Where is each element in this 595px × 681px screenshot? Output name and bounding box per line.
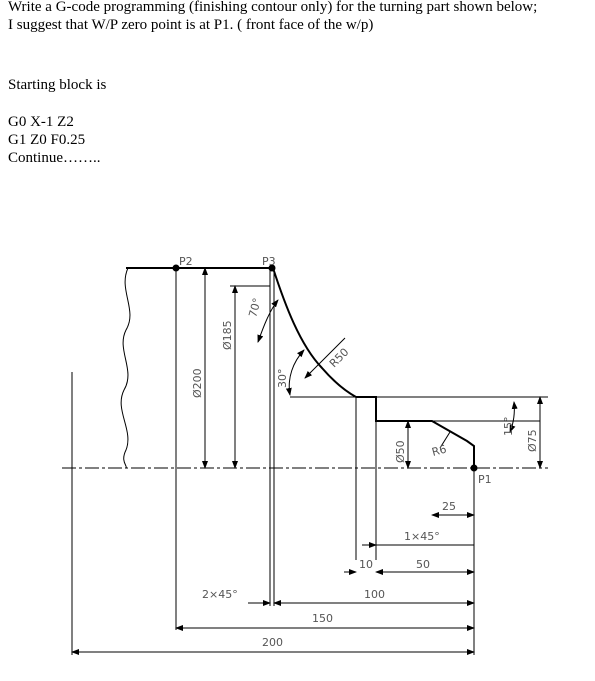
- d200-label: Ø200: [191, 368, 204, 398]
- question-line-1: Write a G-code programming (finishing co…: [8, 0, 538, 15]
- l50-label: 50: [416, 558, 430, 571]
- chamfer1-label: 1×45°: [404, 530, 440, 543]
- angle-15-label: 15°: [502, 417, 515, 437]
- l100-label: 100: [364, 588, 385, 601]
- starting-block-heading: Starting block is: [8, 77, 107, 93]
- gcode-line-1: G0 X-1 Z2: [8, 114, 74, 130]
- d185-label: Ø185: [221, 320, 234, 350]
- angle-30-arc: [285, 349, 305, 396]
- gcode-line-2: G1 Z0 F0.25: [8, 132, 86, 148]
- r50-label: R50: [327, 346, 351, 370]
- d50-label: Ø50: [394, 440, 407, 463]
- angle-15-arc: [509, 401, 518, 433]
- p2-point: [172, 264, 180, 272]
- angle-30-label: 30°: [276, 369, 289, 389]
- p2-label: P2: [179, 255, 193, 268]
- l25-label: 25: [442, 500, 456, 513]
- l10-label: 10: [359, 558, 373, 571]
- angle-70-label: 70°: [246, 297, 264, 319]
- part-contour: [126, 267, 475, 468]
- angle-70-arc: [257, 299, 279, 343]
- r6-leader: [439, 431, 451, 449]
- l150-label: 150: [312, 612, 333, 625]
- chamfer2-label: 2×45°: [202, 588, 238, 601]
- p3-point: [268, 264, 276, 272]
- p1-point: [470, 464, 478, 472]
- p3-label: P3: [262, 255, 276, 268]
- r6-label: R6: [430, 443, 448, 459]
- p1-label: P1: [478, 473, 492, 486]
- break-line: [120, 267, 131, 469]
- question-line-2: I suggest that W/P zero point is at P1. …: [8, 17, 374, 33]
- r50-leader: [304, 337, 346, 379]
- l200-label: 200: [262, 636, 283, 649]
- gcode-line-3: Continue……..: [8, 150, 101, 166]
- d75-label: Ø75: [526, 429, 539, 452]
